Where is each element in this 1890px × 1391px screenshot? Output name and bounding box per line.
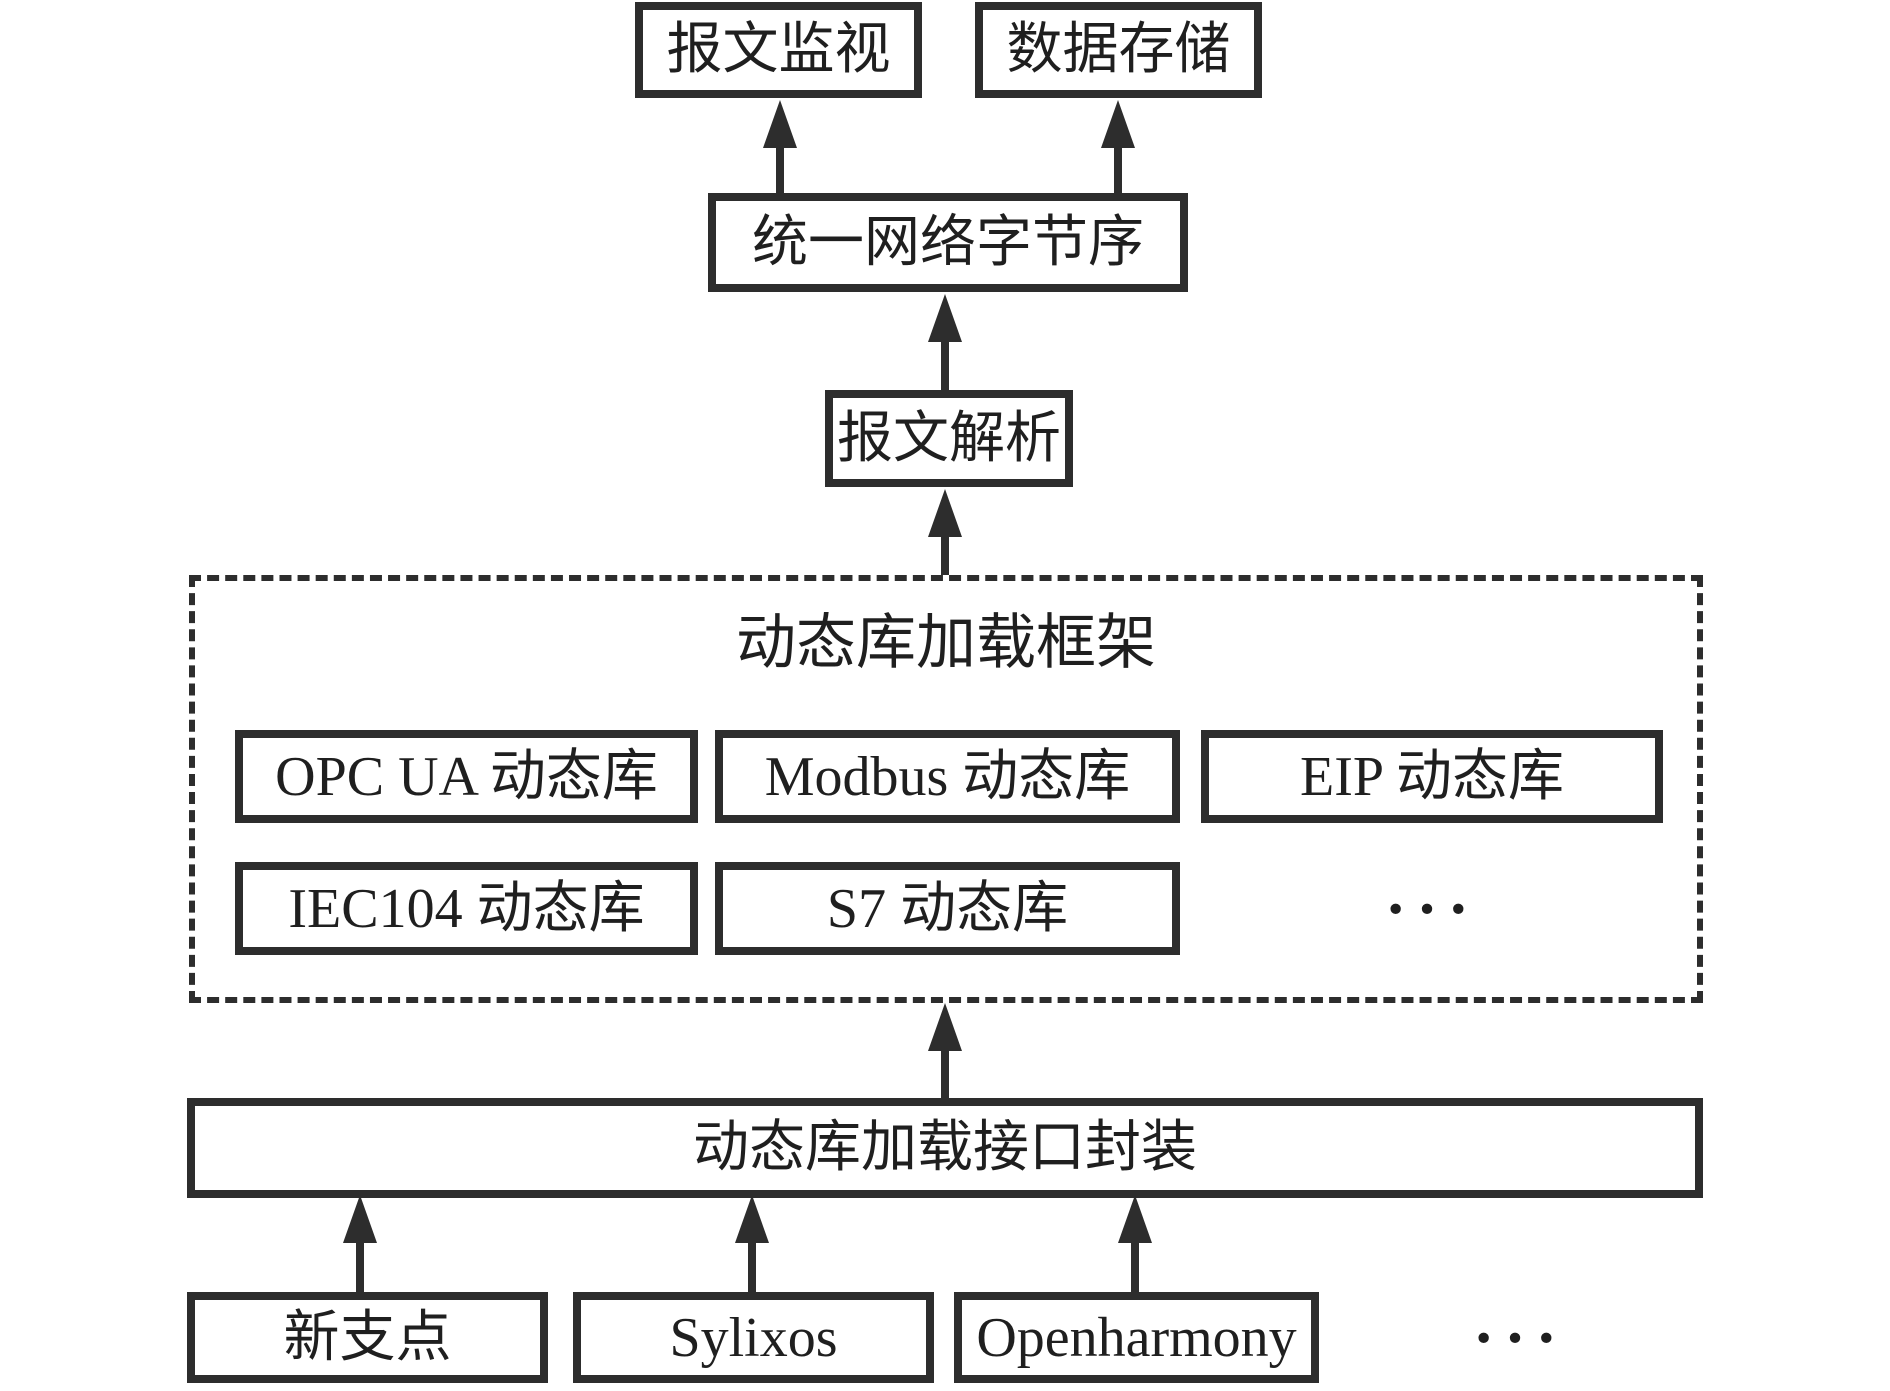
framework-row2-ellipsis: ··· <box>1384 872 1480 944</box>
modbus-library-box: Modbus 动态库 <box>715 730 1180 823</box>
eip-library-label: EIP 动态库 <box>1300 745 1564 808</box>
arrow-head-icon <box>928 1003 962 1051</box>
arrow-head-icon <box>928 294 962 342</box>
iec104-library-label: IEC104 动态库 <box>288 877 645 940</box>
byte-order-box: 统一网络字节序 <box>708 193 1188 292</box>
arrow-head-icon <box>928 489 962 537</box>
interface-encapsulation-label: 动态库加载接口封装 <box>693 1117 1197 1179</box>
os-xinzhidian-label: 新支点 <box>283 1306 452 1369</box>
arrow-byteorder-to-storage <box>1101 100 1135 193</box>
framework-title: 动态库加载框架 <box>736 610 1156 676</box>
opcua-library-label: OPC UA 动态库 <box>275 745 658 808</box>
arrow-shaft <box>941 536 949 575</box>
arrow-head-icon <box>763 100 797 148</box>
os-layer-ellipsis: ··· <box>1472 1301 1568 1373</box>
opcua-library-box: OPC UA 动态库 <box>235 730 698 823</box>
arrow-parse-to-byteorder <box>928 294 962 390</box>
arrow-shaft <box>941 341 949 390</box>
message-parse-box: 报文解析 <box>825 390 1073 487</box>
data-storage-box: 数据存储 <box>975 2 1262 98</box>
arrow-shaft <box>356 1242 364 1292</box>
arrow-openharmony-to-interface <box>1118 1195 1152 1292</box>
os-xinzhidian-box: 新支点 <box>187 1292 548 1383</box>
arrow-shaft <box>1131 1242 1139 1292</box>
os-sylixos-label: Sylixos <box>669 1306 838 1369</box>
s7-library-label: S7 动态库 <box>826 877 1069 940</box>
interface-encapsulation-bar: 动态库加载接口封装 <box>187 1098 1703 1198</box>
os-openharmony-box: Openharmony <box>954 1292 1319 1383</box>
arrow-shaft <box>776 147 784 193</box>
arrow-head-icon <box>343 1195 377 1243</box>
message-monitor-box: 报文监视 <box>635 2 922 98</box>
arrow-head-icon <box>1118 1195 1152 1243</box>
arrow-head-icon <box>1101 100 1135 148</box>
arrow-shaft <box>748 1242 756 1292</box>
iec104-library-box: IEC104 动态库 <box>235 862 698 955</box>
arrow-byteorder-to-monitor <box>763 100 797 193</box>
dynamic-library-framework-frame <box>189 575 1703 1003</box>
arrow-shaft <box>1114 147 1122 193</box>
os-openharmony-label: Openharmony <box>976 1306 1297 1369</box>
eip-library-box: EIP 动态库 <box>1201 730 1663 823</box>
arrow-interface-to-framework <box>928 1003 962 1098</box>
arrow-xinzhidian-to-interface <box>343 1195 377 1292</box>
modbus-library-label: Modbus 动态库 <box>764 745 1131 808</box>
byte-order-label: 统一网络字节序 <box>752 211 1144 274</box>
message-monitor-label: 报文监视 <box>666 19 891 81</box>
arrow-shaft <box>941 1050 949 1098</box>
message-parse-label: 报文解析 <box>837 407 1061 470</box>
arrow-head-icon <box>735 1195 769 1243</box>
os-sylixos-box: Sylixos <box>573 1292 934 1383</box>
s7-library-box: S7 动态库 <box>715 862 1180 955</box>
arrow-framework-to-parse <box>928 489 962 575</box>
arrow-sylixos-to-interface <box>735 1195 769 1292</box>
data-storage-label: 数据存储 <box>1006 19 1231 81</box>
